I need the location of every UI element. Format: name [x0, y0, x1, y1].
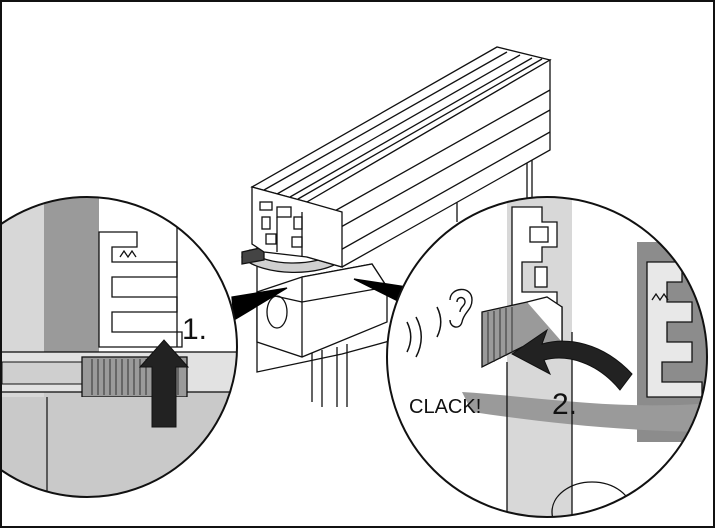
step-2-label: 2. [552, 388, 578, 421]
step-1-label: 1. [182, 313, 208, 346]
ridged-slider-right [481, 296, 563, 369]
horizontal-rail [250, 46, 552, 268]
callout-leaders [231, 278, 408, 322]
clack-sound-label: CLACK! [409, 396, 482, 418]
detail-view-right [386, 196, 708, 518]
curved-arrow-icon [511, 328, 633, 391]
central-assembly [231, 46, 552, 407]
connector-block [256, 263, 389, 358]
sound-wave-icon [406, 306, 442, 358]
ear-icon [449, 288, 473, 328]
up-arrow-icon [138, 339, 190, 428]
detail-view-left [2, 196, 238, 498]
